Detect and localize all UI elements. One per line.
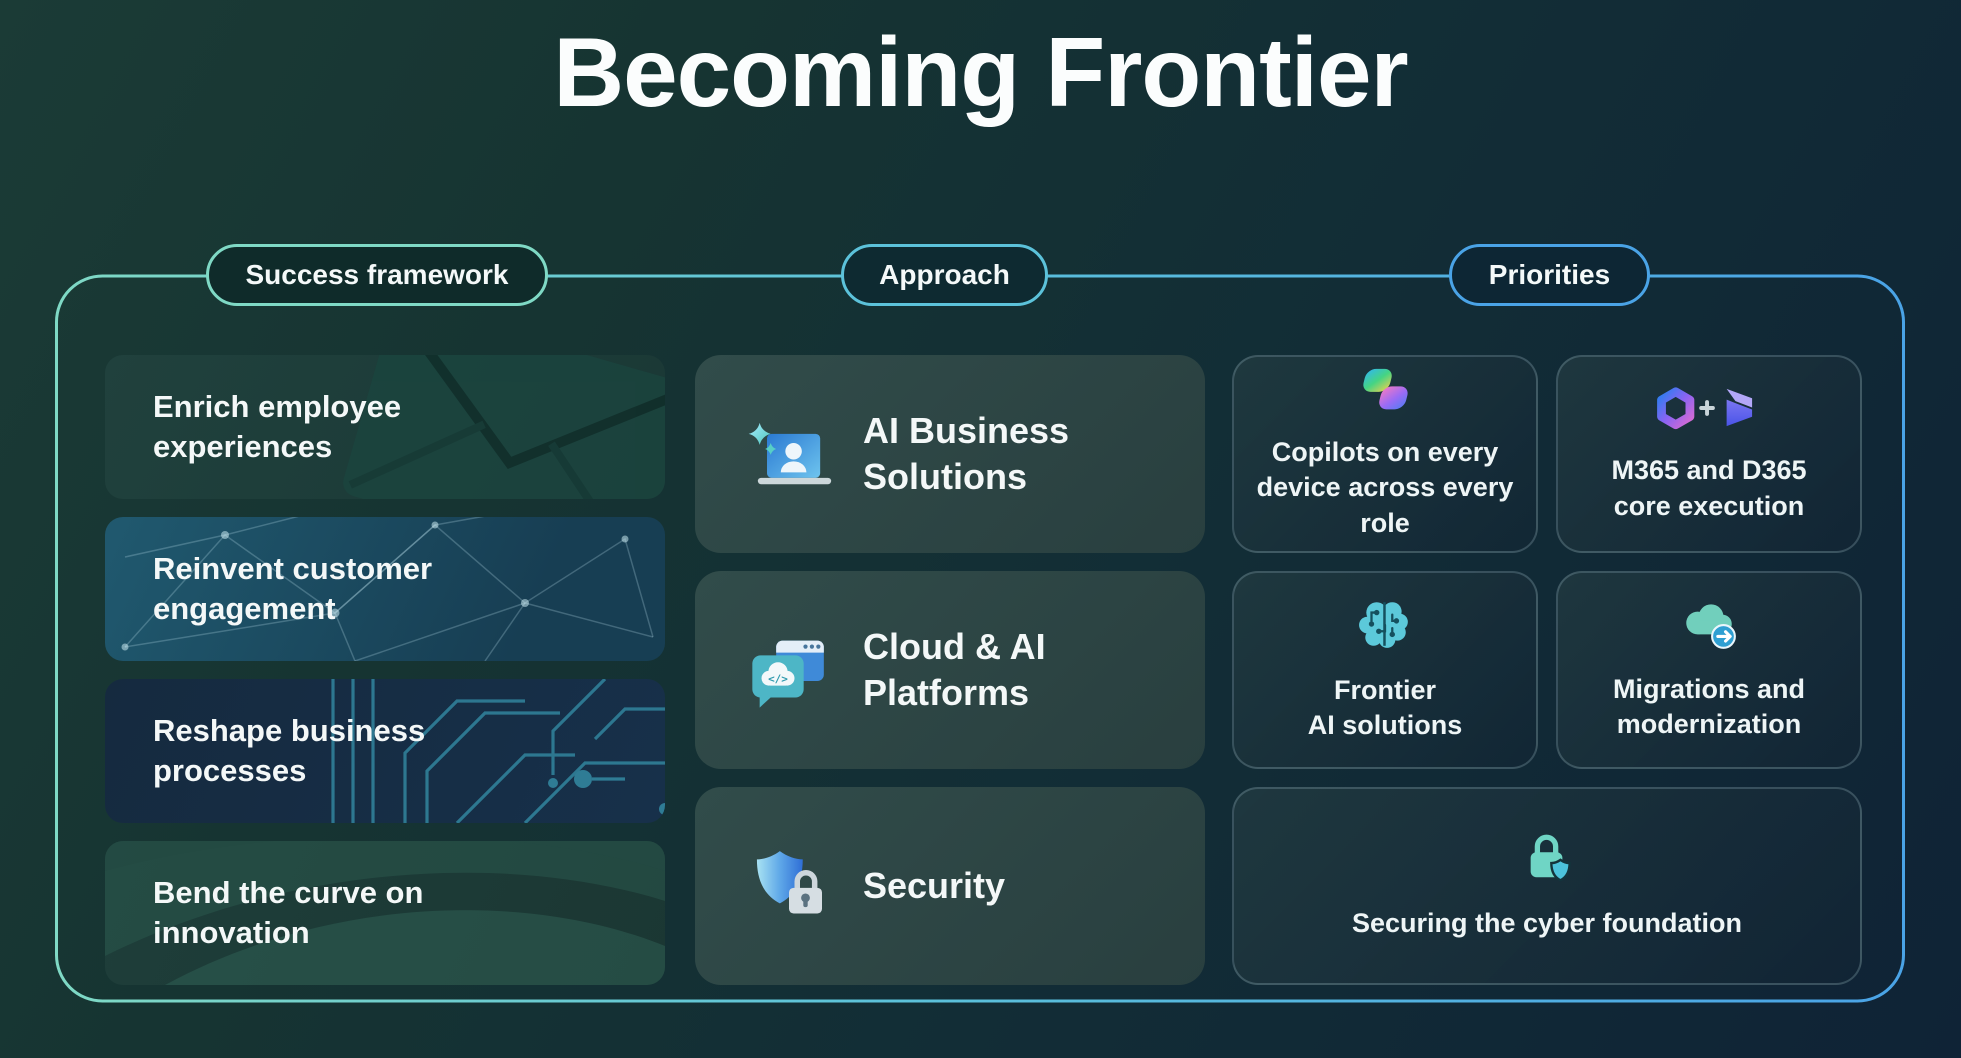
section-pill-label: Priorities xyxy=(1488,259,1611,290)
section-pill-label: Approach xyxy=(879,259,1010,290)
approach-card-security: Security xyxy=(695,787,1205,985)
approach-card-ai-business-solutions: AI Business Solutions xyxy=(695,355,1205,553)
approach-item-label: Security xyxy=(863,864,1006,906)
section-pill-label: Success framework xyxy=(245,259,509,290)
priority-item-label: Frontier AI solutions xyxy=(1307,674,1463,740)
priority-card-cyber-foundation: Securing the cyber foundation xyxy=(1232,787,1862,985)
section-pill-approach: Approach xyxy=(841,244,1048,306)
success-card-reshape-processes: Reshape business processes xyxy=(105,679,665,823)
priority-card-m365-d365: M365 and D365 core execution xyxy=(1556,355,1862,553)
approach-card-cloud-ai-platforms: </> Cloud & AI Platforms xyxy=(695,571,1205,769)
approach-item-label: Cloud & AI Platforms xyxy=(863,625,1046,713)
cloud-ai-platforms-icon: </> xyxy=(745,626,833,714)
section-pill-priorities: Priorities xyxy=(1449,244,1650,306)
m365-plus-d365-icon xyxy=(1654,384,1764,431)
success-item-label: Reinvent customer engagement xyxy=(153,550,433,626)
priority-card-frontier-ai: Frontier AI solutions xyxy=(1232,571,1538,769)
security-shield-lock-icon xyxy=(745,842,833,930)
cloud-migration-icon xyxy=(1679,598,1739,650)
svg-text:</>: </> xyxy=(768,672,788,685)
success-item-label: Enrich employee experiences xyxy=(153,388,402,464)
success-card-bend-curve: Bend the curve on innovation xyxy=(105,841,665,985)
slide-title: Becoming Frontier xyxy=(553,17,1408,127)
priority-item-label: Copilots on every device across every ro… xyxy=(1256,437,1514,538)
lock-shield-icon xyxy=(1522,830,1572,884)
ai-brain-icon xyxy=(1358,597,1412,651)
priority-card-copilots: Copilots on every device across every ro… xyxy=(1232,355,1538,553)
priority-item-label: Securing the cyber foundation xyxy=(1351,908,1743,939)
priority-card-migrations: Migrations and modernization xyxy=(1556,571,1862,769)
success-item-label: Reshape business processes xyxy=(153,712,426,788)
copilot-icon xyxy=(1350,367,1420,413)
approach-item-label: AI Business Solutions xyxy=(863,409,1070,497)
success-item-label: Bend the curve on innovation xyxy=(153,874,424,950)
priority-item-label: Migrations and modernization xyxy=(1612,673,1805,739)
success-card-enrich-employee: Enrich employee experiences xyxy=(105,355,665,499)
ai-business-solutions-icon xyxy=(745,410,833,498)
priority-item-label: M365 and D365 core execution xyxy=(1611,455,1807,521)
success-card-reinvent-customer: Reinvent customer engagement xyxy=(105,517,665,661)
section-pill-success-framework: Success framework xyxy=(206,244,548,306)
